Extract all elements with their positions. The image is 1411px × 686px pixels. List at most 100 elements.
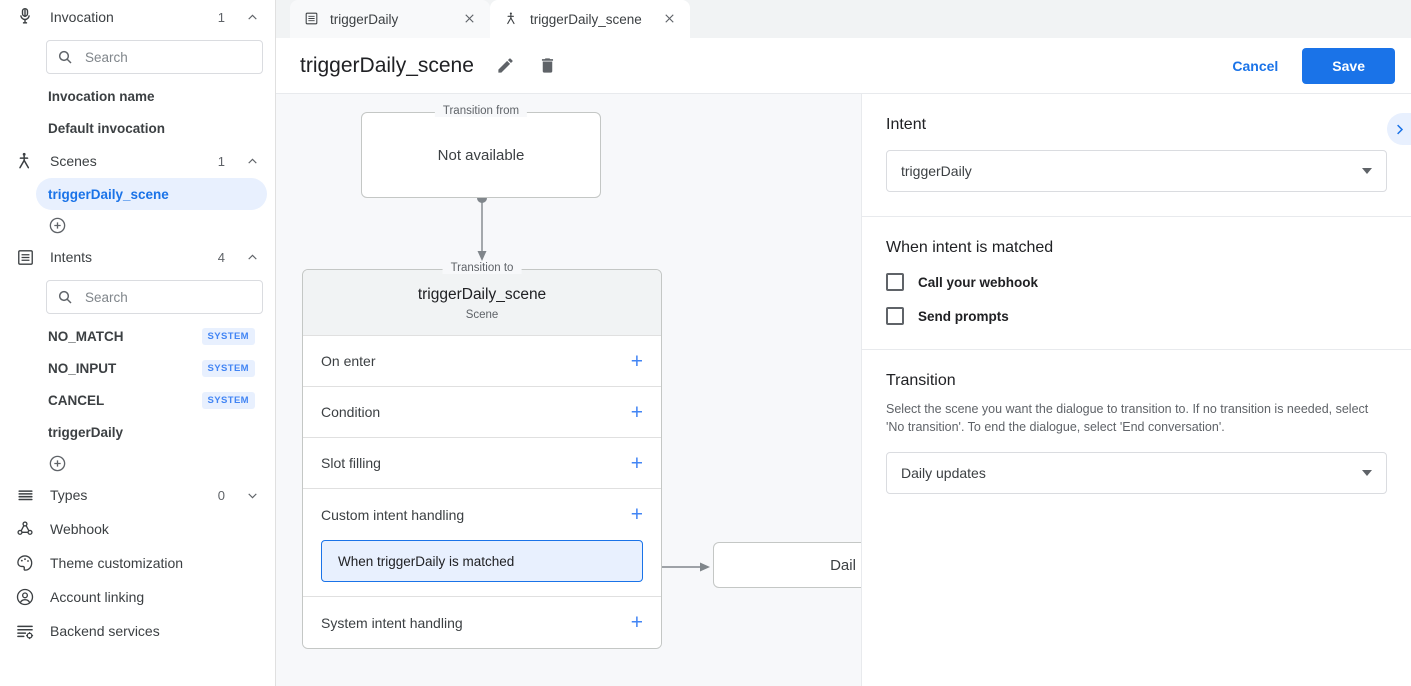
scene-card[interactable]: Transition to triggerDaily_scene Scene O… (302, 262, 662, 649)
checkbox-label: Send prompts (918, 308, 1009, 324)
sidebar-item-label: Default invocation (48, 120, 166, 136)
scene-row-system-intent-handling[interactable]: System intent handling + (303, 597, 661, 648)
scene-row-on-enter[interactable]: On enter + (303, 336, 661, 387)
chevron-down-icon[interactable] (245, 488, 259, 502)
sidebar-section-invocation[interactable]: Invocation 1 (0, 0, 275, 34)
add-icon[interactable]: + (630, 349, 643, 373)
scene-row-condition[interactable]: Condition + (303, 387, 661, 438)
add-scene-row[interactable] (0, 210, 275, 240)
sidebar-section-count: 1 (217, 153, 225, 169)
save-button[interactable]: Save (1302, 47, 1395, 84)
intents-search-input[interactable] (83, 288, 264, 306)
sidebar-item-cancel[interactable]: CANCEL SYSTEM (36, 384, 267, 416)
scene-row-label: On enter (321, 353, 376, 369)
sidebar-section-scenes[interactable]: Scenes 1 (0, 144, 275, 178)
intent-select[interactable]: triggerDaily (886, 150, 1387, 192)
sidebar-item-account-linking[interactable]: Account linking (0, 580, 275, 614)
scene-canvas[interactable]: Transition from Not available Transition… (276, 94, 862, 686)
chevron-up-icon[interactable] (245, 250, 259, 264)
add-circle-icon[interactable] (48, 216, 67, 235)
transition-from-card[interactable]: Transition from Not available (361, 105, 601, 198)
sidebar-section-types[interactable]: Types 0 (0, 478, 275, 512)
sidebar-item-label: Webhook (50, 521, 109, 537)
checkbox-icon[interactable] (886, 273, 904, 291)
chevron-up-icon[interactable] (245, 154, 259, 168)
trash-icon[interactable] (538, 56, 558, 76)
sidebar-item-webhook[interactable]: Webhook (0, 512, 275, 546)
dropdown-caret-icon (1362, 470, 1372, 477)
add-icon[interactable]: + (630, 400, 643, 424)
page-title: triggerDaily_scene (300, 53, 474, 77)
backend-icon (14, 620, 36, 642)
status-badge: SYSTEM (201, 327, 255, 345)
scenes-icon (504, 11, 520, 27)
sidebar-section-label: Types (50, 487, 88, 503)
properties-panel: Intent triggerDaily When intent is match… (862, 94, 1411, 686)
sidebar-item-label: NO_MATCH (48, 328, 124, 344)
intents-search-box[interactable] (46, 280, 264, 314)
sidebar-item-label: Account linking (50, 589, 145, 605)
intent-handler-chip[interactable]: When triggerDaily is matched (321, 540, 643, 582)
add-icon[interactable]: + (630, 611, 643, 634)
invocation-search-input[interactable] (83, 48, 264, 66)
close-icon[interactable] (462, 11, 478, 27)
transition-from-legend: Transition from (434, 105, 528, 117)
intent-heading: Intent (886, 116, 927, 133)
transition-target-text: Dail (830, 556, 856, 574)
transition-from-text: Not available (437, 146, 525, 164)
transition-target-card[interactable]: Tr Dail (713, 542, 861, 588)
sidebar-item-invocation-name[interactable]: Invocation name (36, 80, 267, 112)
checkbox-row-send-prompts[interactable]: Send prompts (886, 307, 1387, 325)
sidebar-item-label: triggerDaily_scene (48, 186, 169, 202)
checkbox-row-call-your-webhook[interactable]: Call your webhook (886, 273, 1387, 291)
tab-label: triggerDaily_scene (530, 11, 642, 27)
sidebar-section-intents[interactable]: Intents 4 (0, 240, 275, 274)
checkbox-icon[interactable] (886, 307, 904, 325)
main-content: triggerDaily triggerDaily_scene (276, 0, 1411, 686)
sidebar-item-default-invocation[interactable]: Default invocation (36, 112, 267, 144)
scene-row-label: Slot filling (321, 455, 381, 471)
cancel-button[interactable]: Cancel (1218, 49, 1292, 83)
status-badge: SYSTEM (201, 359, 255, 377)
sidebar-item-triggerdaily-scene[interactable]: triggerDaily_scene (36, 178, 267, 210)
close-icon[interactable] (662, 11, 678, 27)
sidebar-item-theme-customization[interactable]: Theme customization (0, 546, 275, 580)
sidebar-item-label: Theme customization (50, 555, 184, 571)
sidebar-item-no-input[interactable]: NO_INPUT SYSTEM (36, 352, 267, 384)
transition-heading: Transition (886, 372, 956, 389)
intent-select-value: triggerDaily (901, 163, 972, 179)
add-circle-icon[interactable] (48, 454, 67, 473)
chevron-right-icon[interactable] (1387, 113, 1411, 145)
body-split: Transition from Not available Transition… (276, 94, 1411, 686)
status-badge: SYSTEM (201, 391, 255, 409)
types-icon (14, 484, 36, 506)
sidebar-section-label: Invocation (50, 9, 114, 25)
transition-to-legend: Transition to (442, 262, 522, 274)
tab-triggerdaily[interactable]: triggerDaily (290, 0, 490, 38)
add-icon[interactable]: + (630, 503, 643, 526)
invocation-search-box[interactable] (46, 40, 264, 74)
sidebar-item-triggerdaily[interactable]: triggerDaily (36, 416, 267, 448)
scene-card-subtitle: Scene (465, 309, 499, 321)
checkbox-label: Call your webhook (918, 274, 1039, 290)
tab-triggerdaily-scene[interactable]: triggerDaily_scene (490, 0, 690, 38)
scene-row-custom-intent-handling[interactable]: Custom intent handling + (303, 489, 661, 540)
transition-select-value: Daily updates (901, 465, 986, 482)
add-intent-row[interactable] (0, 448, 275, 478)
pencil-icon[interactable] (496, 56, 516, 76)
palette-icon (14, 552, 36, 574)
scene-row-slot-filling[interactable]: Slot filling + (303, 438, 661, 489)
chevron-up-icon[interactable] (245, 10, 259, 24)
sidebar-item-label: CANCEL (48, 392, 105, 408)
tab-label: triggerDaily (330, 11, 399, 27)
intents-search-wrap (0, 274, 275, 320)
transition-select[interactable]: Daily updates (886, 452, 1387, 495)
sidebar-item-backend-services[interactable]: Backend services (0, 614, 275, 648)
intents-icon (14, 246, 36, 268)
when-intent-matched-heading: When intent is matched (886, 239, 1054, 256)
sidebar-item-no-match[interactable]: NO_MATCH SYSTEM (36, 320, 267, 352)
add-icon[interactable]: + (630, 451, 643, 475)
scene-card-name: triggerDaily_scene (417, 286, 547, 303)
sidebar-section-count: 1 (217, 9, 225, 25)
